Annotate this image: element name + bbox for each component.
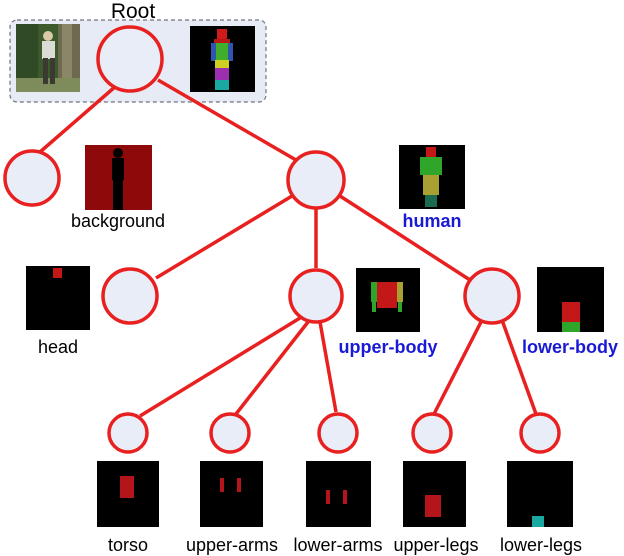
label-lower-body: lower-body — [522, 337, 618, 357]
label-lower-legs: lower-legs — [500, 535, 582, 555]
edge-upper-body-lower-arms — [318, 321, 338, 413]
edge-lower-body-upper-legs — [432, 319, 484, 415]
label-upper-legs: upper-legs — [393, 535, 478, 555]
node-upper-legs — [411, 412, 453, 454]
edge-human-head — [155, 194, 293, 280]
node-upper-arms — [209, 412, 251, 454]
root-photo — [16, 24, 80, 92]
label-root: Root — [111, 0, 156, 23]
label-background: background — [71, 211, 165, 231]
edge-upper-body-upper-arms — [234, 320, 310, 416]
root-mask — [190, 26, 255, 92]
tree-nodes — [3, 25, 561, 454]
edge-upper-body-torso — [139, 316, 301, 418]
edge-root-background — [38, 84, 118, 154]
background-mask — [85, 145, 152, 210]
label-head: head — [38, 337, 78, 357]
label-upper-arms: upper-arms — [186, 535, 278, 555]
node-human — [286, 150, 346, 210]
edge-lower-body-lower-legs — [500, 319, 538, 415]
node-lower-arms — [317, 412, 359, 454]
lower-legs-mask — [507, 461, 573, 527]
edge-human-lower-body — [339, 194, 471, 282]
label-upper-body: upper-body — [339, 337, 438, 357]
label-torso: torso — [108, 535, 148, 555]
head-mask — [26, 266, 90, 330]
node-head — [101, 267, 159, 325]
lower-arms-mask — [306, 461, 371, 527]
node-root — [96, 25, 164, 93]
human-mask — [399, 145, 465, 209]
node-upper-body — [288, 268, 344, 324]
node-lower-body — [463, 267, 521, 325]
torso-mask — [97, 461, 159, 527]
upper-arms-mask — [200, 461, 263, 527]
label-lower-arms: lower-arms — [293, 535, 382, 555]
node-torso — [107, 412, 149, 454]
node-background — [3, 149, 61, 207]
lower-body-mask — [537, 267, 604, 332]
label-human: human — [402, 211, 461, 231]
upper-body-mask — [356, 268, 420, 332]
edge-root-human — [157, 78, 297, 162]
tree-edges — [38, 78, 538, 418]
upper-legs-mask — [403, 461, 466, 527]
node-lower-legs — [519, 412, 561, 454]
